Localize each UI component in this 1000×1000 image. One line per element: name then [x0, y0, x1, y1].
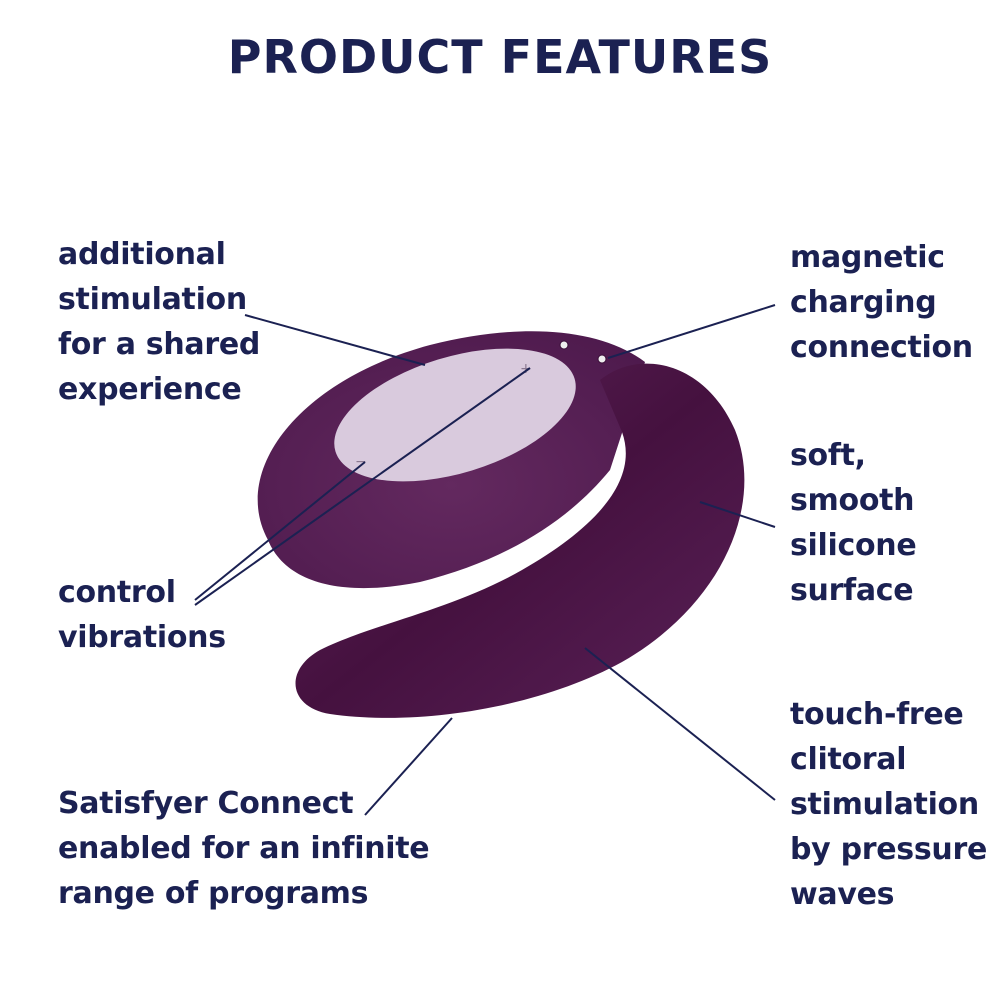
feature-magnetic-charging: magnetic charging connection	[790, 235, 973, 370]
label-line: for a shared	[58, 327, 261, 362]
label-line: connection	[790, 330, 973, 365]
label-line: by pressure	[790, 832, 988, 867]
label-line: stimulation	[58, 282, 247, 317]
label-line: surface	[790, 573, 914, 608]
feature-silicone-surface: soft, smooth silicone surface	[790, 433, 917, 613]
label-line: enabled for an infinite	[58, 831, 430, 866]
label-line: additional	[58, 237, 226, 272]
label-line: charging	[790, 285, 937, 320]
label-line: control	[58, 575, 176, 610]
feature-control-vibrations: control vibrations	[58, 570, 226, 660]
label-line: silicone	[790, 528, 917, 563]
device-lower-arm	[295, 363, 745, 718]
feature-pressure-waves: touch-free clitoral stimulation by press…	[790, 692, 987, 917]
label-line: stimulation	[790, 787, 979, 822]
label-line: clitoral	[790, 742, 907, 777]
control-panel	[334, 348, 576, 482]
label-line: touch-free	[790, 697, 964, 732]
charging-contact	[597, 354, 607, 364]
label-line: waves	[790, 877, 895, 912]
label-line: vibrations	[58, 620, 226, 655]
label-line: experience	[58, 372, 242, 407]
charging-contact	[559, 340, 569, 350]
feature-satisfyer-connect: Satisfyer Connect enabled for an infinit…	[58, 781, 430, 916]
page-title: PRODUCT FEATURES	[227, 30, 773, 84]
label-line: smooth	[790, 483, 915, 518]
callout-lines	[194, 304, 776, 816]
label-line: soft,	[790, 438, 866, 473]
feature-shared-stimulation: additional stimulation for a shared expe…	[58, 232, 260, 412]
label-line: range of programs	[58, 876, 369, 911]
minus-icon: −	[355, 454, 367, 470]
plus-icon: +	[520, 361, 532, 377]
label-line: Satisfyer Connect	[58, 786, 354, 821]
label-line: magnetic	[790, 240, 945, 275]
